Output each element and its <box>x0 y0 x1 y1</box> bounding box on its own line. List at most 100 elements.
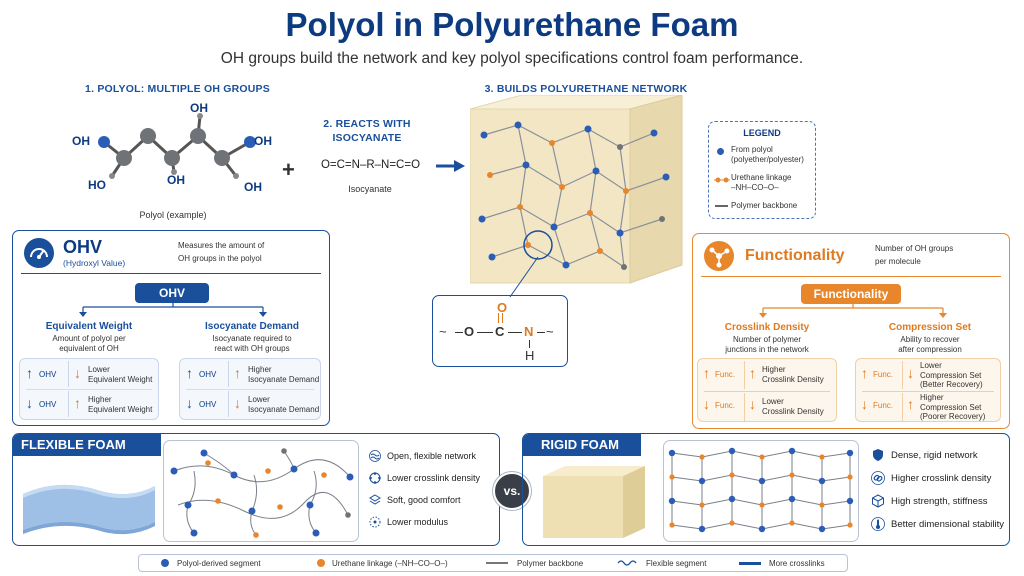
zoom-o-top: O <box>497 300 508 315</box>
arrow-down-orange-icon: ↓ <box>703 396 710 412</box>
ohv-right-desc-line1: Isocyanate required to <box>212 334 292 343</box>
ohv-left-row2-res-line2: Equivalent Weight <box>88 404 153 414</box>
functionality-right-row2-key: Func. <box>873 401 894 410</box>
functionality-left-row-divider <box>704 391 830 392</box>
shield-icon <box>873 449 883 461</box>
ohv-description: Measures the amount of OH groups in the … <box>178 241 264 263</box>
functionality-pill: Functionality <box>801 284 901 304</box>
functionality-right-title: Compression Set <box>888 322 972 333</box>
arrow-up-orange-icon: ↑ <box>861 365 868 381</box>
molecule-network-icon <box>704 241 734 271</box>
zoom-n: N <box>524 324 534 339</box>
ohv-right-title: Isocyanate Demand <box>205 321 299 332</box>
ohv-left-table: ↑ OHV ↓ Lower Equivalent Weight ↓ OHV ↑ … <box>19 358 159 420</box>
zoom-wave-left: ~ <box>439 324 447 339</box>
wave-icon <box>369 450 381 462</box>
step3-heading: 3. BUILDS POLYURETHANE NETWORK <box>484 83 688 95</box>
ohv-desc-line1: Measures the amount of <box>178 241 265 250</box>
functionality-left-row2-result: Lower Crosslink Density <box>762 397 824 416</box>
rigid-feature-4: Better dimensional stability <box>891 519 1004 530</box>
functionality-left-row2-res-line1: Lower <box>762 397 784 406</box>
arrow-down-orange-icon: ↓ <box>861 396 868 412</box>
functionality-left-title: Crosslink Density <box>724 322 810 333</box>
functionality-right-row2-result: Higher Compression Set (Poorer Recovery) <box>920 393 985 422</box>
oh-label-top: OH <box>190 101 208 115</box>
ohv-branch-arrows <box>79 301 267 317</box>
functionality-right-row1-sep <box>902 361 903 389</box>
gauge-icon <box>24 238 54 268</box>
arrow-up-orange-icon: ↑ <box>703 365 710 381</box>
ohv-subtitle: (Hydroxyl Value) <box>63 258 126 268</box>
ohv-left-row1-sep <box>68 361 69 387</box>
functionality-left-row2-key: Func. <box>715 401 736 410</box>
functionality-left-row1-res-line1: Higher <box>762 365 786 374</box>
page-subtitle: OH groups build the network and key poly… <box>220 50 804 67</box>
flexible-feature-3: Soft, good comfort <box>387 495 461 505</box>
legend-polyol-segment: Polyol-derived segment <box>177 559 261 568</box>
ohv-right-row2-result: Lower Isocyanate Demand <box>248 395 319 414</box>
step2-heading-line2: ISOCYANATE <box>332 132 402 145</box>
ring-dots-icon <box>369 472 381 484</box>
flexible-foam-image <box>23 484 155 535</box>
functionality-divider <box>701 276 1001 277</box>
functionality-left-row1-res-line2: Crosslink Density <box>762 374 824 384</box>
legend-item-polyol-line2: (polyether/polyester) <box>731 154 804 164</box>
functionality-right-row1-res-line2: Compression Set <box>920 370 982 380</box>
zoom-wave-right: ~ <box>546 324 554 339</box>
foam-network-cube <box>470 95 683 284</box>
urethane-zoom-box: O ~ O C N ~ H <box>432 295 568 367</box>
isocyanate-formula: O=C=N–R–N=C=O <box>320 159 421 171</box>
legend-item-polyol-line1: From polyol <box>731 145 773 154</box>
rigid-feature-1: Dense, rigid network <box>891 450 978 461</box>
legend-urethane-linkage: Urethane linkage (–NH–CO–O–) <box>332 559 448 568</box>
flexible-network-box <box>163 440 359 542</box>
rigid-foam-banner: RIGID FOAM <box>523 434 641 456</box>
ohv-right-desc-line2: react with OH groups <box>214 344 290 353</box>
arrow-up-orange-icon: ↑ <box>74 395 81 411</box>
blue-node-icon <box>161 559 169 567</box>
zoom-bond-nh <box>529 340 530 348</box>
functionality-desc-line2: per molecule <box>875 256 921 266</box>
ohv-right-row-divider <box>186 389 314 390</box>
ohv-left-row2-key: OHV <box>39 400 57 409</box>
zoom-c: C <box>495 324 505 339</box>
oh-label-bottom-mid: OH <box>167 173 185 187</box>
functionality-right-row-divider <box>862 391 994 392</box>
thermometer-icon <box>871 517 885 531</box>
ohv-right-row1-res-line1: Higher <box>248 365 272 374</box>
orange-node-icon <box>317 559 325 567</box>
legend-item-urethane-line1: Urethane linkage <box>731 173 792 182</box>
functionality-left-row1-sep <box>744 361 745 389</box>
rigid-network-diagram <box>668 447 854 533</box>
arrow-down-orange-icon: ↓ <box>74 365 81 381</box>
ohv-left-row1-key: OHV <box>39 370 57 379</box>
oh-label-left: OH <box>72 134 90 148</box>
functionality-right-row2-res-line1: Higher <box>920 393 944 402</box>
flexible-network-diagram <box>170 448 354 538</box>
link-icon <box>871 471 885 485</box>
bottom-legend: Polyol-derived segment Urethane linkage … <box>138 554 848 572</box>
functionality-left-row2-sep <box>744 393 745 421</box>
polyol-molecule-diagram <box>98 113 256 179</box>
page-title: Polyol in Polyurethane Foam <box>285 6 739 43</box>
arrow-down-icon: ↓ <box>186 395 193 411</box>
ohv-left-row-divider <box>26 389 152 390</box>
functionality-left-row1-key: Func. <box>715 370 736 379</box>
thick-line-icon <box>739 562 761 565</box>
functionality-description: Number of OH groups per molecule <box>875 244 953 266</box>
functionality-right-desc-line1: Ability to recover <box>900 335 960 344</box>
functionality-desc-line1: Number of OH groups <box>875 244 954 253</box>
zoom-bond-2 <box>477 332 493 333</box>
ohv-right-row1-key: OHV <box>199 370 217 379</box>
functionality-left-table: ↑ Func. ↑ Higher Crosslink Density ↓ Fun… <box>697 358 837 422</box>
ohv-right-row2-key: OHV <box>199 400 217 409</box>
functionality-right-row1-res-line3: (Better Recovery) <box>920 380 983 390</box>
ohv-right-row2-res-line2: Isocyanate Demand <box>248 404 320 414</box>
ohv-left-row1-res-line1: Lower <box>88 365 110 374</box>
step1-heading: 1. POLYOL: MULTIPLE OH GROUPS <box>85 83 270 95</box>
rigid-network-box <box>663 440 859 542</box>
dotted-circle-icon <box>369 516 381 528</box>
flexible-feature-4: Lower modulus <box>387 517 449 527</box>
arrow-down-icon: ↓ <box>26 395 33 411</box>
arrow-up-orange-icon: ↑ <box>907 396 914 412</box>
